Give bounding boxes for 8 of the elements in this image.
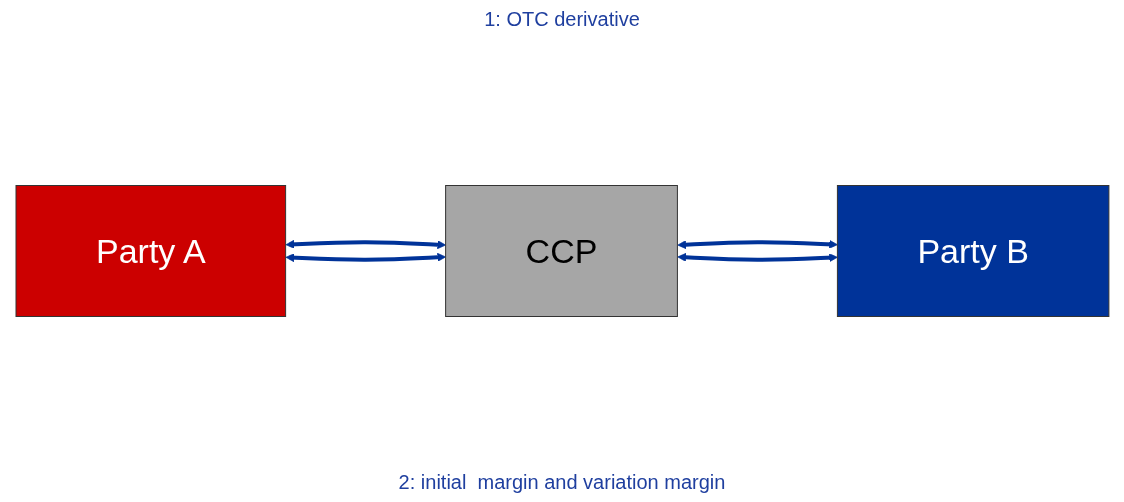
arrow bbox=[285, 239, 446, 250]
caption-text: 2: initial margin and variation margin bbox=[398, 471, 726, 494]
caption-text: 1: OTC derivative bbox=[484, 8, 640, 31]
arrow bbox=[676, 252, 838, 263]
node-box: CCP bbox=[444, 185, 678, 317]
arrow bbox=[285, 252, 446, 263]
node-box: Party B bbox=[836, 185, 1109, 317]
node-box: Party A bbox=[15, 185, 286, 317]
